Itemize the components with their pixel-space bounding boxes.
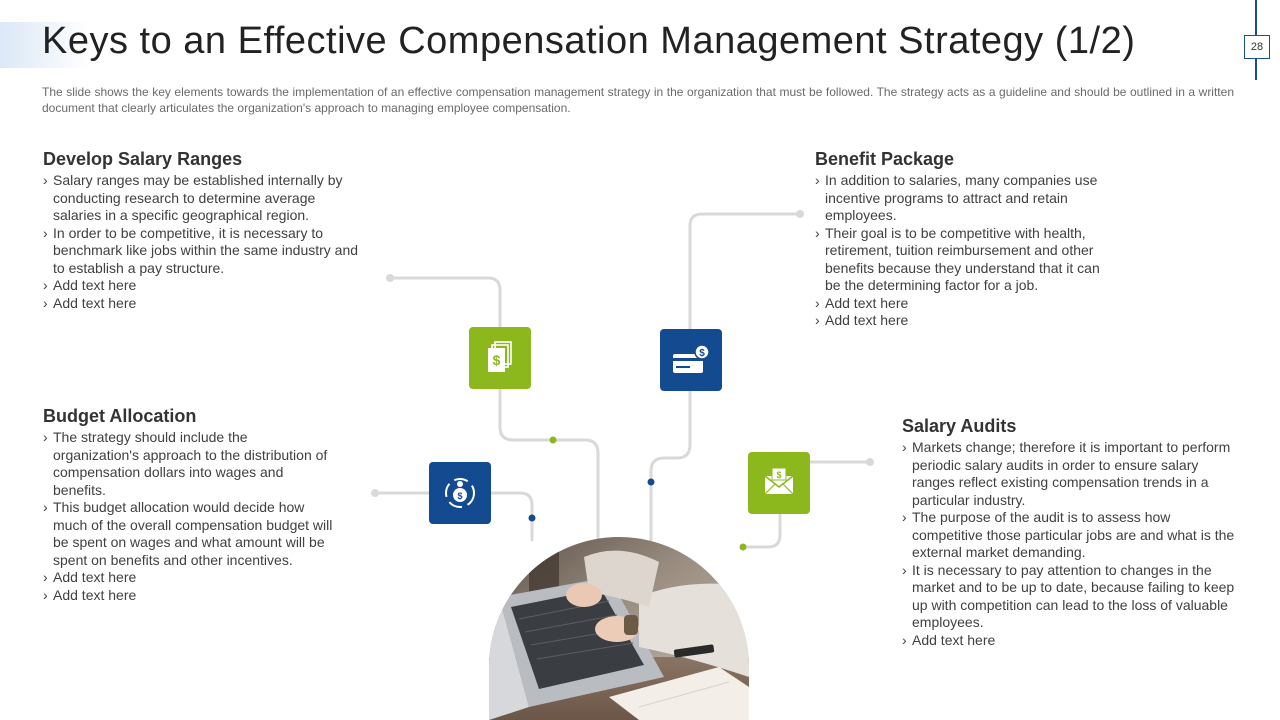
bullet-item: In order to be competitive, it is necess… bbox=[43, 225, 363, 278]
connector-accent-dot bbox=[549, 436, 557, 444]
bullet-item: The strategy should include the organiza… bbox=[43, 429, 333, 499]
section-heading: Develop Salary Ranges bbox=[43, 149, 243, 169]
money-document-icon: $ bbox=[488, 341, 512, 372]
connector-accent-dot bbox=[647, 478, 655, 486]
salary-ranges-tile: $ bbox=[469, 327, 531, 389]
svg-text:$: $ bbox=[699, 348, 705, 359]
budget-allocation-tile: $ bbox=[429, 462, 491, 524]
bullet-item: Add text here bbox=[815, 312, 1100, 330]
section-heading: Salary Audits bbox=[902, 416, 1017, 436]
slide-description: The slide shows the key elements towards… bbox=[42, 85, 1234, 115]
connector-accent-dot bbox=[528, 514, 536, 522]
connector-end-dot bbox=[796, 210, 804, 218]
bullet-list: In addition to salaries, many companies … bbox=[815, 172, 1100, 330]
connector-benefit-package bbox=[649, 212, 802, 542]
bullet-list: Salary ranges may be established interna… bbox=[43, 172, 363, 312]
section-budget-allocation: Budget Allocation The strategy should in… bbox=[43, 406, 333, 604]
bullet-item: This budget allocation would decide how … bbox=[43, 499, 333, 569]
connector-end-dot bbox=[866, 458, 874, 466]
bullet-item: Markets change; therefore it is importan… bbox=[902, 439, 1237, 509]
dollar-envelope-icon: $ bbox=[764, 467, 794, 495]
section-heading: Budget Allocation bbox=[43, 406, 197, 426]
page-number: 28 bbox=[1244, 35, 1270, 59]
connector-end-dot bbox=[386, 274, 394, 282]
title-accent-bar bbox=[0, 22, 90, 68]
svg-text:$: $ bbox=[457, 491, 462, 501]
money-cycle-icon: $ bbox=[445, 478, 475, 508]
bullet-item: Add text here bbox=[43, 295, 363, 313]
connector-accent-dot bbox=[739, 543, 747, 551]
credit-card-dollar-icon: $ bbox=[673, 344, 710, 373]
section-heading: Benefit Package bbox=[815, 149, 955, 169]
page-title: Keys to an Effective Compensation Manage… bbox=[42, 20, 1136, 62]
bullet-item: In addition to salaries, many companies … bbox=[815, 172, 1100, 225]
bullet-list: Markets change; therefore it is importan… bbox=[902, 439, 1237, 649]
bullet-list: The strategy should include the organiza… bbox=[43, 429, 333, 604]
svg-text:$: $ bbox=[776, 470, 781, 480]
bullet-item: Add text here bbox=[43, 569, 333, 587]
connector-budget-allocation bbox=[373, 491, 534, 542]
svg-text:$: $ bbox=[493, 352, 501, 368]
salary-audits-tile: $ bbox=[748, 452, 810, 514]
section-benefit-package: Benefit Package In addition to salaries,… bbox=[815, 149, 1100, 330]
bullet-item: Add text here bbox=[43, 277, 363, 295]
section-salary-audits: Salary Audits Markets change; therefore … bbox=[902, 416, 1237, 649]
bullet-item: Add text here bbox=[43, 587, 333, 605]
bullet-item: The purpose of the audit is to assess ho… bbox=[902, 509, 1237, 562]
bullet-item: Add text here bbox=[902, 632, 1237, 650]
connector-salary-ranges bbox=[388, 276, 600, 542]
bullet-item: Salary ranges may be established interna… bbox=[43, 172, 363, 225]
bullet-item: Their goal is to be competitive with hea… bbox=[815, 225, 1100, 295]
section-develop-salary-ranges: Develop Salary Ranges Salary ranges may … bbox=[43, 149, 363, 312]
connector-end-dot bbox=[371, 489, 379, 497]
connector-salary-audits bbox=[740, 460, 872, 549]
benefit-package-tile: $ bbox=[660, 329, 722, 391]
bullet-item: Add text here bbox=[815, 295, 1100, 313]
bullet-item: It is necessary to pay attention to chan… bbox=[902, 562, 1237, 632]
